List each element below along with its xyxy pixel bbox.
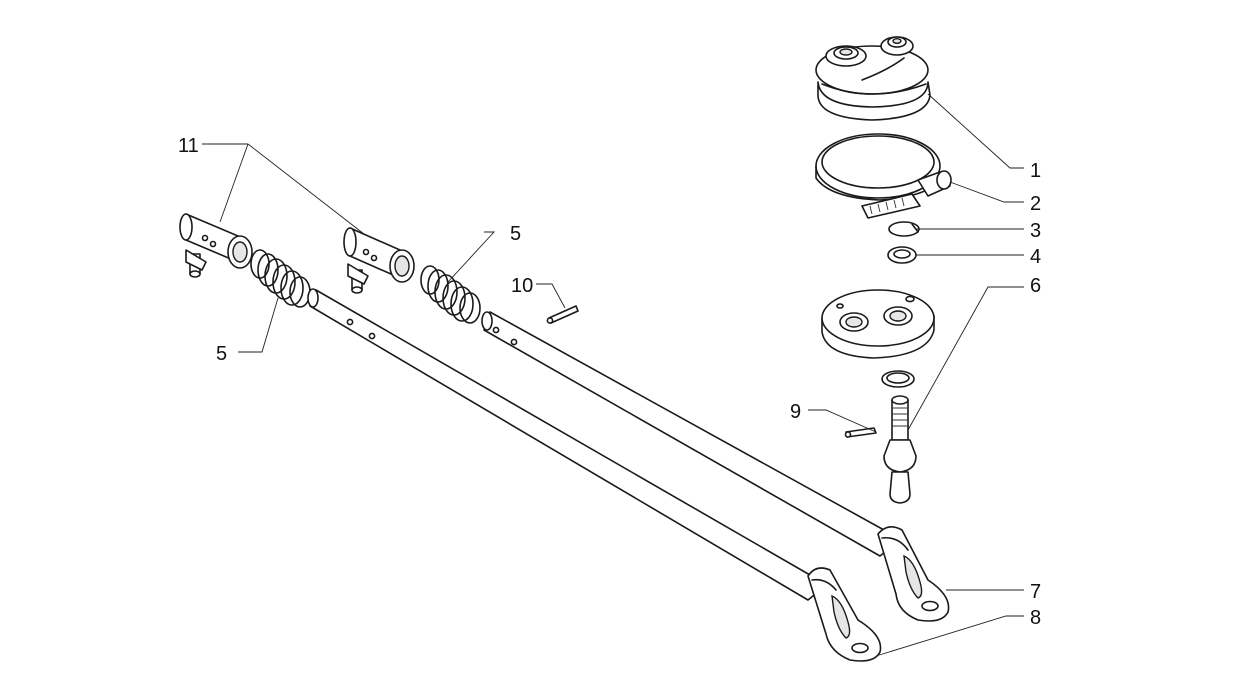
part-1-boot bbox=[815, 36, 931, 121]
callout-4: 4 bbox=[1030, 246, 1041, 268]
callout-8: 8 bbox=[1030, 607, 1041, 629]
callout-2: 2 bbox=[1030, 193, 1041, 215]
part-8-rod bbox=[307, 288, 882, 662]
part-6-lever bbox=[883, 395, 917, 504]
mounting-plate bbox=[821, 289, 935, 359]
callout-7: 7 bbox=[1030, 581, 1041, 603]
part-2-clamp bbox=[815, 133, 952, 219]
part-11-block-left bbox=[179, 213, 253, 278]
callout-5-right: 5 bbox=[510, 223, 521, 245]
leader-lines bbox=[202, 93, 1024, 657]
part-7-rod bbox=[481, 311, 950, 622]
callout-6: 6 bbox=[1030, 275, 1041, 297]
callout-1: 1 bbox=[1030, 160, 1041, 182]
part-5-spring-right bbox=[420, 265, 481, 324]
part-4-washer bbox=[887, 246, 917, 264]
part-5-spring-left bbox=[250, 249, 311, 308]
o-ring bbox=[881, 370, 915, 388]
part-3-circlip bbox=[888, 221, 920, 237]
part-9-pin bbox=[844, 427, 877, 438]
part-10-pin bbox=[546, 305, 579, 324]
callout-5-left: 5 bbox=[216, 343, 227, 365]
callout-11: 11 bbox=[178, 135, 199, 157]
callout-labels: 1 2 3 4 6 7 8 9 10 11 5 5 bbox=[178, 135, 1041, 629]
callout-10: 10 bbox=[511, 275, 533, 297]
callout-3: 3 bbox=[1030, 220, 1041, 242]
callout-9: 9 bbox=[790, 401, 801, 423]
part-11-block-right bbox=[343, 227, 415, 294]
